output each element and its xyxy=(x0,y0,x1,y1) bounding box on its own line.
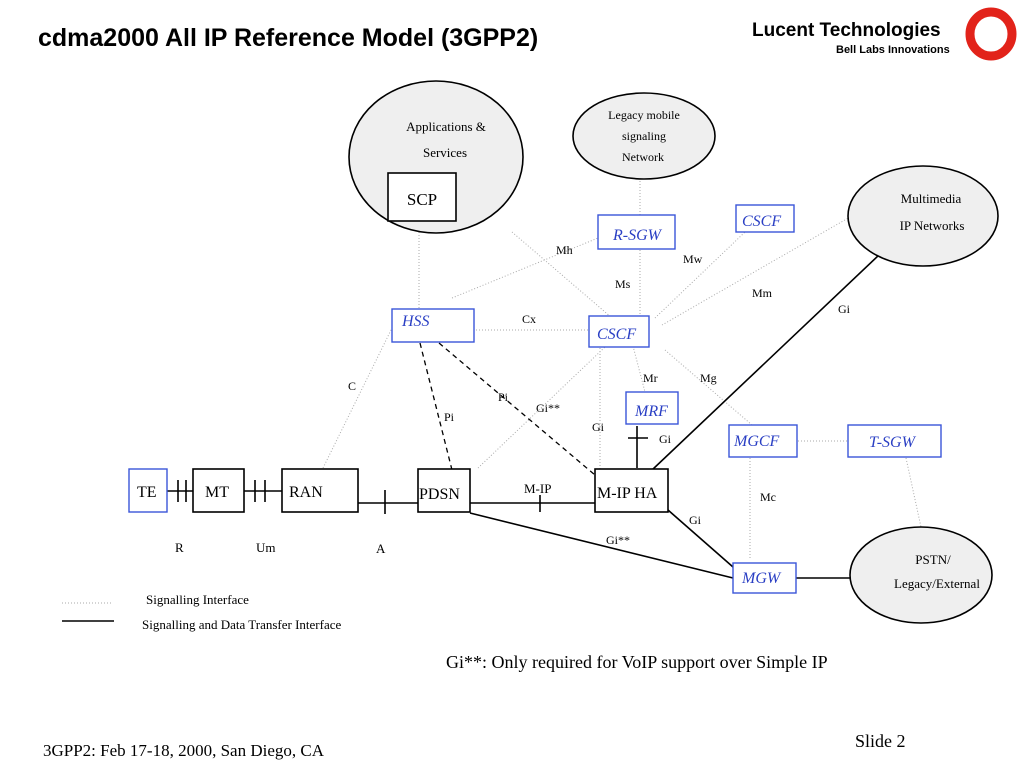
lucent-ring-logo xyxy=(965,7,1017,61)
hss-label: HSS xyxy=(401,313,430,330)
if-um: Um xyxy=(256,540,276,555)
pstn-label-2: Legacy/External xyxy=(894,576,980,591)
if-r: R xyxy=(175,540,184,555)
if-gi-ha: Gi xyxy=(689,513,702,527)
mgcf-box xyxy=(728,424,798,458)
mgw-label: MGW xyxy=(741,570,782,587)
if-pi-left: Pi xyxy=(444,410,455,424)
if-gi-mrf: Gi xyxy=(659,432,672,446)
pdsn-box xyxy=(417,468,471,513)
mrf-label: MRF xyxy=(634,403,668,420)
te-box xyxy=(128,468,168,513)
legacy-label-3: Network xyxy=(622,150,664,164)
cscf-top-label: CSCF xyxy=(742,213,781,230)
if-mw: Mw xyxy=(683,252,703,266)
mt-box xyxy=(192,468,245,513)
mrf-box xyxy=(625,391,679,425)
mip-ha-label: M-IP HA xyxy=(597,485,658,502)
footer-event: 3GPP2: Feb 17-18, 2000, San Diego, CA xyxy=(43,741,324,760)
signalling-lines xyxy=(62,178,922,604)
cscf-top-box xyxy=(735,204,795,233)
pdsn-label: PDSN xyxy=(419,486,460,503)
if-gi-star-low: Gi** xyxy=(606,533,630,547)
logo-company-name: Lucent Technologies xyxy=(752,20,941,41)
cscf-mid-label: CSCF xyxy=(597,326,636,343)
legend-signalling-data: Signalling and Data Transfer Interface xyxy=(142,617,342,632)
te-label: TE xyxy=(137,484,157,501)
legacy-label-2: signaling xyxy=(622,129,666,143)
if-ms: Ms xyxy=(615,277,631,291)
apps-label-2: Services xyxy=(423,145,467,160)
if-mc: Mc xyxy=(760,490,776,504)
multimedia-ip-cloud xyxy=(847,165,999,267)
multimedia-label-1: Multimedia xyxy=(901,191,962,206)
page-title: cdma2000 All IP Reference Model (3GPP2) xyxy=(38,24,539,52)
slide-number: Slide 2 xyxy=(855,731,906,751)
if-gi-mid: Gi xyxy=(592,420,605,434)
hss-box xyxy=(391,308,475,343)
if-gi-mm: Gi xyxy=(838,302,851,316)
pstn-cloud xyxy=(849,526,993,624)
access-boxes xyxy=(192,468,669,513)
r-sgw-box xyxy=(597,214,676,250)
pi-lines xyxy=(419,342,596,476)
scp-label: SCP xyxy=(407,190,437,209)
ran-box xyxy=(281,468,359,513)
if-mg: Mg xyxy=(700,371,717,385)
mip-ha-box xyxy=(594,468,669,513)
legend-signalling: Signalling Interface xyxy=(146,592,249,607)
legacy-label-1: Legacy mobile xyxy=(608,108,680,122)
cscf-mid-box xyxy=(588,315,650,348)
data-lines xyxy=(62,253,881,622)
network-clouds xyxy=(348,80,999,624)
if-mm: Mm xyxy=(752,286,773,300)
ran-label: RAN xyxy=(289,484,323,501)
if-pi-right: Pi xyxy=(498,390,509,404)
legacy-mobile-cloud xyxy=(572,92,716,180)
t-sgw-label: T-SGW xyxy=(869,434,917,451)
logo-tagline: Bell Labs Innovations xyxy=(836,44,950,56)
pstn-label-1: PSTN/ xyxy=(915,552,951,567)
scp-box xyxy=(387,172,457,222)
if-mh: Mh xyxy=(556,243,573,257)
apps-label-1: Applications & xyxy=(406,119,486,134)
network-entity-boxes xyxy=(128,204,942,594)
if-a: A xyxy=(376,541,386,556)
mt-label: MT xyxy=(205,484,229,501)
if-mip: M-IP xyxy=(524,481,551,496)
if-cx: Cx xyxy=(522,312,536,326)
r-sgw-label: R-SGW xyxy=(612,227,663,244)
if-gi-star-mid: Gi** xyxy=(536,401,560,415)
mgw-box xyxy=(732,562,797,594)
multimedia-label-2: IP Networks xyxy=(900,218,965,233)
mgcf-label: MGCF xyxy=(733,433,780,450)
if-mr: Mr xyxy=(643,371,658,385)
t-sgw-box xyxy=(847,424,942,458)
if-c: C xyxy=(348,379,356,393)
gi-footnote: Gi**: Only required for VoIP support ove… xyxy=(446,652,828,672)
